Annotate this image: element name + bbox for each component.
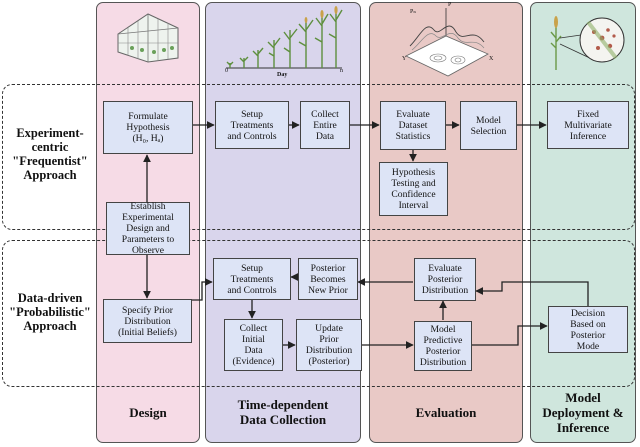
deployment-column-title: Model Deployment & Inference — [542, 389, 624, 435]
deployment-column: Model Deployment & Inference — [530, 2, 636, 443]
evaluation-column-title: Evaluation — [415, 404, 477, 420]
frequentist-row-label: Experiment- centric "Frequentist" Approa… — [12, 126, 88, 182]
model-selection-box: Model Selection — [460, 101, 517, 150]
plot-axis-label-pn: Pₙ — [410, 9, 416, 15]
formulate-hypothesis-box: Formulate Hypothesis (H₀, Hₐ) — [103, 101, 193, 154]
time-start-label: 0 — [225, 68, 228, 74]
wheat-disease-zoom-icon — [550, 16, 625, 70]
plot-axis-label-x: X — [489, 56, 494, 62]
update-prior-box: Update Prior Distribution (Posterior) — [296, 319, 362, 371]
posterior-surface-plot-icon — [405, 8, 489, 77]
collect-initial-data-box: Collect Initial Data (Evidence) — [224, 319, 283, 371]
establish-design-box: Establish Experimental Design and Parame… — [106, 201, 190, 256]
hypothesis-testing-box: Hypothesis Testing and Confidence Interv… — [379, 162, 448, 216]
evaluate-posterior-box: Evaluate Posterior Distribution — [414, 258, 476, 301]
decision-posterior-mode-box: Decision Based on Posterior Mode — [548, 306, 628, 353]
setup-treatments-frequentist-box: Setup Treatments and Controls — [215, 101, 289, 149]
time-end-label: n — [340, 68, 343, 74]
collect-entire-data-box: Collect Entire Data — [300, 101, 350, 149]
probabilistic-band — [2, 240, 635, 387]
probabilistic-row-label: Data-driven "Probabilistic" Approach — [9, 291, 91, 333]
design-column-title: Design — [129, 404, 167, 420]
plot-axis-label-p: P — [448, 2, 452, 8]
specify-prior-box: Specify Prior Distribution (Initial Beli… — [103, 299, 192, 343]
frequentist-band — [2, 84, 635, 230]
model-predictive-posterior-box: Model Predictive Posterior Distribution — [414, 321, 472, 371]
posterior-becomes-prior-box: Posterior Becomes New Prior — [298, 258, 358, 300]
fixed-inference-box: Fixed Multivariate Inference — [547, 101, 629, 149]
setup-treatments-probabilistic-box: Setup Treatments and Controls — [213, 258, 291, 300]
plant-growth-icon — [226, 6, 343, 69]
collection-column-title: Time-dependent Data Collection — [237, 397, 329, 427]
plot-axis-label-y: Y — [402, 56, 407, 62]
evaluate-dataset-statistics-box: Evaluate Dataset Statistics — [380, 101, 446, 150]
time-axis-label: Day — [277, 72, 288, 78]
greenhouse-icon — [117, 13, 179, 63]
